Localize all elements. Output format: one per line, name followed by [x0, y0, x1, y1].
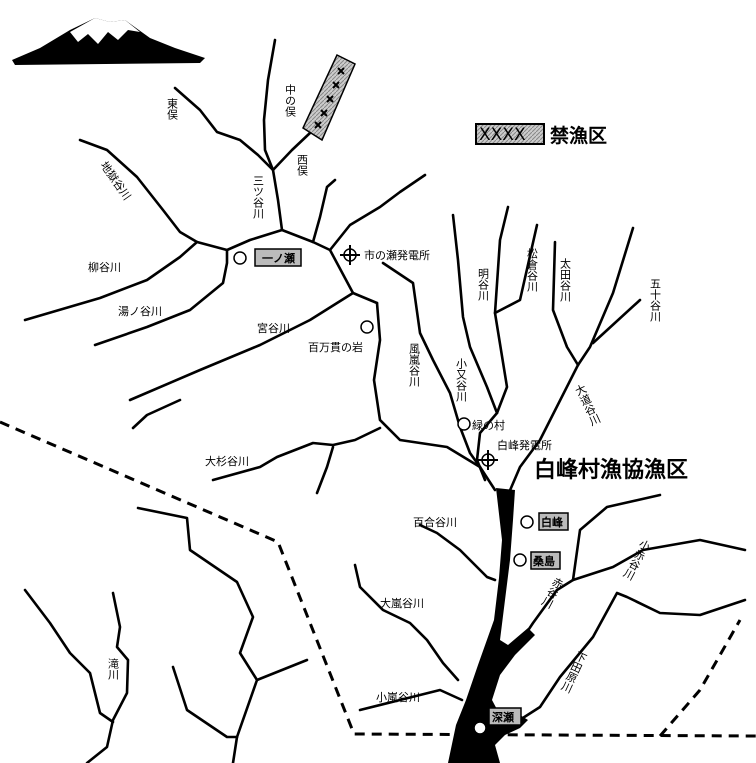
- legend-label: 禁漁区: [550, 124, 607, 147]
- river-label: 地獄谷川: [98, 159, 134, 202]
- river-label: 松倉谷川: [526, 247, 539, 292]
- river-label: 滝川: [107, 658, 120, 680]
- place-hyakumankan: 百万貫の岩: [308, 340, 363, 354]
- place-shiramine-power: 白峰発電所: [497, 438, 552, 452]
- site-marker: [513, 553, 527, 567]
- site-marker: [520, 515, 534, 529]
- river-network: [23, 38, 747, 763]
- place-box: [530, 551, 561, 570]
- place-ichinose: 一ノ瀬: [262, 251, 295, 265]
- place-midori: 緑の村: [472, 418, 505, 432]
- no-fishing-zone: [302, 53, 356, 142]
- legend-symbol: XXXX: [479, 125, 526, 145]
- site-marker: [457, 417, 471, 431]
- river-label: 三ツ谷川: [252, 175, 265, 219]
- river-label: 五十谷川: [649, 278, 662, 322]
- main-river: [448, 488, 535, 763]
- place-ichinose-power: 市の瀬発電所: [364, 248, 430, 262]
- river-label: 風嵐谷川: [408, 343, 421, 387]
- river-label: 東俣: [166, 98, 179, 121]
- power-station-icon: [478, 450, 498, 470]
- river-label: 大嵐谷川: [380, 596, 424, 610]
- region-title: 白峰村漁協漁区: [534, 457, 688, 483]
- place-box: [488, 707, 522, 726]
- legend-swatch: [475, 123, 545, 145]
- river-label: 中の俣: [284, 84, 297, 118]
- river-label: 柳谷川: [88, 260, 121, 274]
- power-station-icon: [340, 245, 360, 265]
- river-label: 小又谷川: [455, 358, 468, 402]
- river-label: 宮谷川: [257, 321, 290, 335]
- place-fukase: 深瀬: [492, 710, 514, 724]
- place-kuwajima: 桑島: [532, 554, 555, 568]
- river-label: 湯ノ谷川: [118, 305, 162, 318]
- mountain-icon: [12, 18, 205, 65]
- river-label: 大杉谷川: [205, 454, 249, 468]
- river-label: 西俣: [296, 154, 309, 177]
- river-label: 百合谷川: [413, 515, 457, 529]
- legend: XXXX 禁漁区: [475, 123, 607, 147]
- boundary-line: [658, 619, 742, 737]
- site-marker: [360, 320, 374, 334]
- river-label: 太田谷川: [559, 258, 572, 302]
- river-label: 大道谷川: [572, 381, 603, 428]
- river-label: 明谷川: [477, 268, 490, 301]
- site-marker: [473, 721, 487, 735]
- river-label: 赤谷川: [539, 575, 566, 611]
- place-shiramine: 白峰: [541, 515, 564, 529]
- river-label: 小嵐谷川: [376, 691, 420, 704]
- site-marker: [233, 251, 247, 265]
- place-box: [254, 248, 302, 267]
- place-box: [538, 512, 569, 531]
